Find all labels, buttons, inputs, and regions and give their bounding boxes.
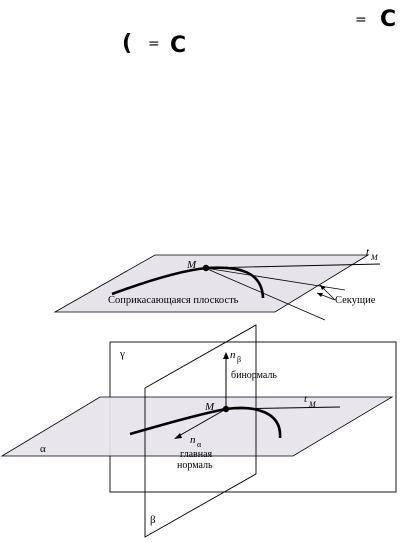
binormal-arrow-head [223, 352, 229, 359]
plane-gamma-label: γ [119, 348, 125, 360]
tangent-sub-top: M [370, 253, 379, 262]
tangent-label-top: t [366, 246, 370, 258]
osculating-plane-label: Соприкасающаяся плоскость [108, 295, 239, 306]
header-equals-1: = [355, 12, 367, 28]
normal-arrow-head [174, 433, 182, 439]
secants-label: Секущие [335, 295, 376, 306]
normal-arrow [176, 408, 227, 438]
binormal-vector-sub: β [237, 355, 241, 364]
normal-vector-sub: α [197, 440, 202, 449]
point-m-bottom [222, 405, 230, 413]
top-figure: M t M Соприкасающаяся плоскость Секущие [53, 246, 381, 321]
plane-beta [144, 324, 257, 538]
normal-label-line1: главная [180, 449, 213, 460]
secant-arrow-1-head [317, 293, 323, 297]
normal-vector-label: n [190, 434, 196, 446]
header-glyph-2: ( [122, 31, 132, 56]
normal-label-line2: нормаль [177, 460, 213, 471]
secant-arrow-2-head [320, 285, 326, 290]
header-glyph-1: C [380, 7, 396, 32]
plane-alpha [0, 396, 394, 457]
point-m-top-label: M [186, 259, 197, 271]
tangent-line-top [204, 263, 381, 269]
header-equals-2: = [148, 36, 160, 52]
tangent-label-bottom: t [304, 393, 308, 405]
point-m-top [202, 264, 210, 272]
plane-alpha-label: α [40, 443, 46, 455]
plane-beta-label: β [150, 514, 156, 526]
osculating-plane [53, 254, 370, 313]
tangent-sub-bottom: M [308, 400, 317, 409]
point-m-bottom-label: M [204, 401, 215, 413]
bottom-figure: M t M γ α β n β бинормаль n α главная но… [0, 324, 397, 538]
binormal-label: бинормаль [231, 370, 277, 381]
binormal-vector-label: n [230, 349, 236, 361]
header-glyph-3: C [170, 33, 186, 58]
secant-line-2 [204, 267, 326, 321]
header-formula: = C ( = C [122, 7, 396, 58]
